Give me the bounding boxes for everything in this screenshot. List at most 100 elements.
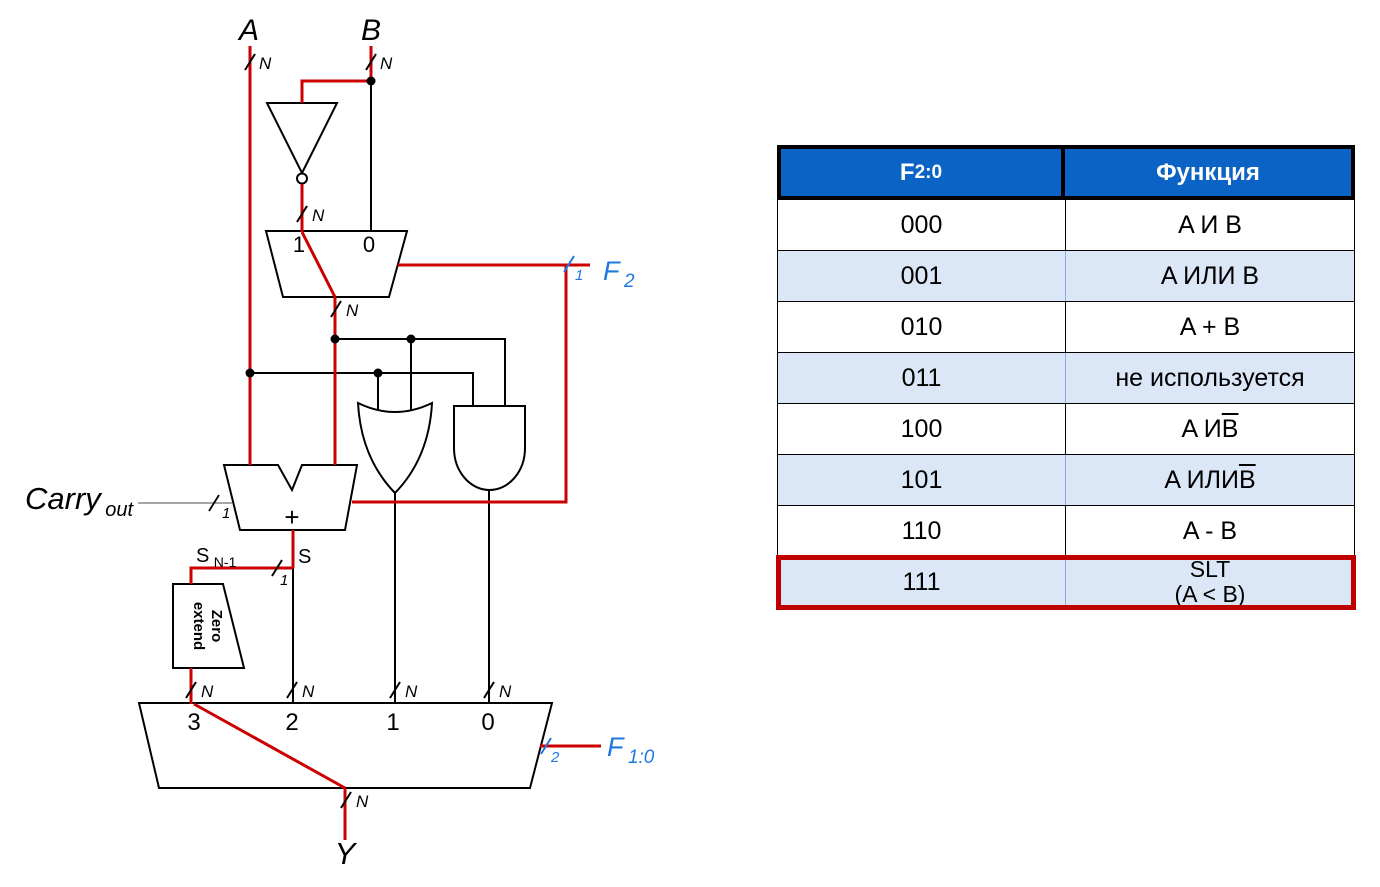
bus-width-slash	[340, 791, 352, 809]
cell-code: 110	[901, 516, 942, 545]
bus-width-slash	[563, 255, 575, 273]
svg-text:Zero: Zero	[208, 610, 225, 643]
cell-function: A И B	[1065, 404, 1354, 454]
header-cell-function: Функция	[1156, 158, 1260, 186]
zero-extend-block	[172, 583, 246, 669]
cell-code: 101	[900, 465, 943, 494]
junction-dot	[406, 334, 416, 344]
table-row-100: 100 A И B	[778, 404, 1354, 455]
cell-function: A + B	[1065, 302, 1354, 352]
bus-1-label-blue: 1	[575, 267, 583, 284]
output-y-label: Y	[335, 836, 358, 871]
bus-n-label: N	[405, 682, 418, 701]
bus-width-slash	[244, 53, 256, 71]
junction-dot	[330, 334, 340, 344]
bus-width-slash	[208, 494, 220, 512]
bus-width-slash	[540, 737, 552, 755]
result-mux-active-route	[193, 702, 346, 790]
and-gate	[453, 405, 526, 491]
wire-bmux-branch	[335, 338, 506, 411]
bus-n-label: N	[312, 206, 325, 225]
bus-n-label: N	[302, 682, 315, 701]
cell-code: 111	[902, 567, 941, 596]
bus-n-label: N	[356, 792, 369, 811]
active-path	[189, 46, 601, 840]
junction-dots	[245, 76, 416, 378]
mux4-port-3-label: 3	[187, 709, 200, 736]
mux4-port-0-label: 0	[481, 709, 494, 736]
cell-function: A - B	[1065, 506, 1354, 556]
table-body: 000 A И B 001 A ИЛИ B 010 A + B 011 не и…	[776, 200, 1356, 610]
bus-n-label: N	[201, 682, 214, 701]
carryout-label: Carry out	[25, 481, 134, 521]
bus-width-slash	[330, 300, 342, 318]
blue-bus-slashes	[540, 255, 575, 755]
table-row-111-highlighted: 111 SLT (A < B)	[776, 555, 1356, 610]
bus-width-slash	[389, 681, 401, 699]
sign-bit-label: S N-1	[196, 545, 237, 570]
bus-width-slash	[365, 53, 377, 71]
table-row-000: 000 A И B	[778, 200, 1354, 251]
bus-n-label: N	[259, 54, 272, 73]
blocks	[137, 102, 554, 789]
bus-2-label-blue: 2	[550, 749, 560, 766]
cell-code: 010	[900, 312, 943, 341]
bus-slashes	[185, 53, 495, 809]
not-gate	[265, 102, 339, 176]
plain-wires	[250, 81, 506, 704]
bmux-2to1	[264, 230, 409, 298]
cell-code: 100	[900, 414, 943, 443]
junction-dot	[366, 76, 376, 86]
mux2-port-0-label: 0	[363, 232, 375, 257]
cell-code: 000	[900, 210, 943, 239]
input-b-label: B	[361, 14, 381, 47]
cell-function: A ИЛИ B	[1065, 251, 1354, 301]
sum-label: S	[298, 546, 311, 568]
input-a-label: A	[237, 14, 259, 47]
cell-function: A И B	[1065, 200, 1354, 250]
bus-n-label: N	[380, 54, 393, 73]
wire-sign-bit	[189, 566, 293, 584]
mux2-port-1-label: 1	[293, 232, 305, 257]
bus-width-slash	[286, 681, 298, 699]
mux4-port-2-label: 2	[285, 709, 298, 736]
adder	[222, 464, 359, 531]
bus-width-slash	[185, 681, 197, 699]
svg-text:extend: extend	[190, 602, 207, 650]
table-row-110: 110 A - B	[778, 506, 1354, 557]
not-gate-bubble	[296, 172, 308, 185]
bus-1-label: 1	[222, 505, 230, 522]
table-row-101: 101 A ИЛИ B	[778, 455, 1354, 506]
alu-diagram: A B Y N N N N N N N N N 1 1 1 2 Carry ou…	[25, 14, 655, 871]
zero-extend-label: Zero extend	[190, 602, 225, 650]
f10-label: F 1:0	[607, 732, 655, 768]
bus-1-label: 1	[280, 572, 288, 589]
adder-plus-label: +	[284, 502, 299, 532]
wire-a-branch	[250, 372, 474, 411]
junction-dot	[373, 368, 383, 378]
bus-n-label: N	[346, 301, 359, 320]
bmux-active-route	[300, 231, 337, 298]
bus-n-label: N	[499, 682, 512, 701]
cell-function: A ИЛИ B	[1065, 455, 1354, 505]
or-gate	[356, 401, 434, 495]
cell-code: 001	[900, 261, 943, 290]
header-code-main: F	[899, 158, 915, 186]
cell-function: SLT (A < B)	[1065, 557, 1354, 607]
bus-width-slash	[483, 681, 495, 699]
table-row-011: 011 не используется	[778, 353, 1354, 404]
table-row-010: 010 A + B	[778, 302, 1354, 353]
mux4-port-1-label: 1	[386, 709, 399, 736]
bus-width-slash	[271, 559, 283, 577]
junction-dot	[245, 368, 255, 378]
table-row-001: 001 A ИЛИ B	[778, 251, 1354, 302]
wire-f2-to-carry-in	[352, 265, 568, 504]
wire-not-in	[300, 79, 371, 103]
result-mux-4to1	[137, 702, 554, 789]
f2-label: F 2	[603, 256, 635, 292]
cell-function: не используется	[1065, 353, 1354, 403]
